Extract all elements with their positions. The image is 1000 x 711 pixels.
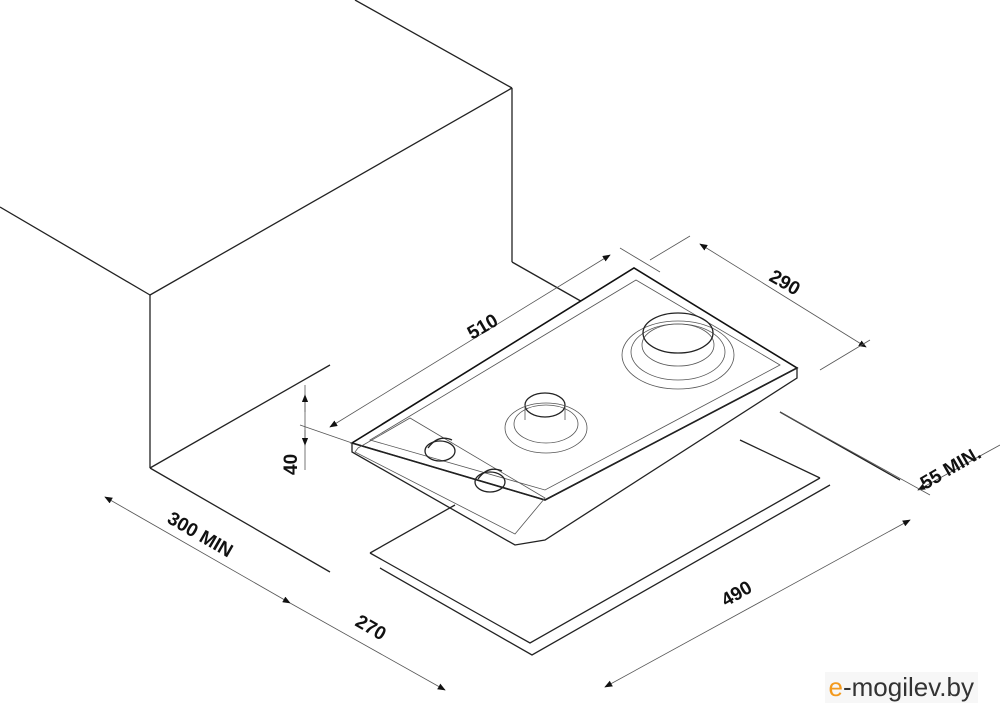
- watermark-logo: e-mogilev.by: [824, 672, 978, 703]
- dim-490: 490: [718, 577, 756, 611]
- dimension-lines: [104, 235, 1000, 691]
- dim-40: 40: [281, 454, 302, 475]
- dim-510: 510: [464, 310, 502, 344]
- dim-55-min: 55 MIN.: [917, 443, 985, 494]
- dim-300-min: 300 MIN: [164, 508, 237, 562]
- logo-accent: e: [828, 672, 843, 702]
- gas-hob: [350, 267, 799, 546]
- dim-290: 290: [766, 266, 804, 300]
- dim-270: 270: [352, 611, 390, 645]
- control-knob: [424, 437, 456, 462]
- control-knob: [474, 468, 506, 493]
- logo-text: -mogilev.by: [842, 672, 974, 702]
